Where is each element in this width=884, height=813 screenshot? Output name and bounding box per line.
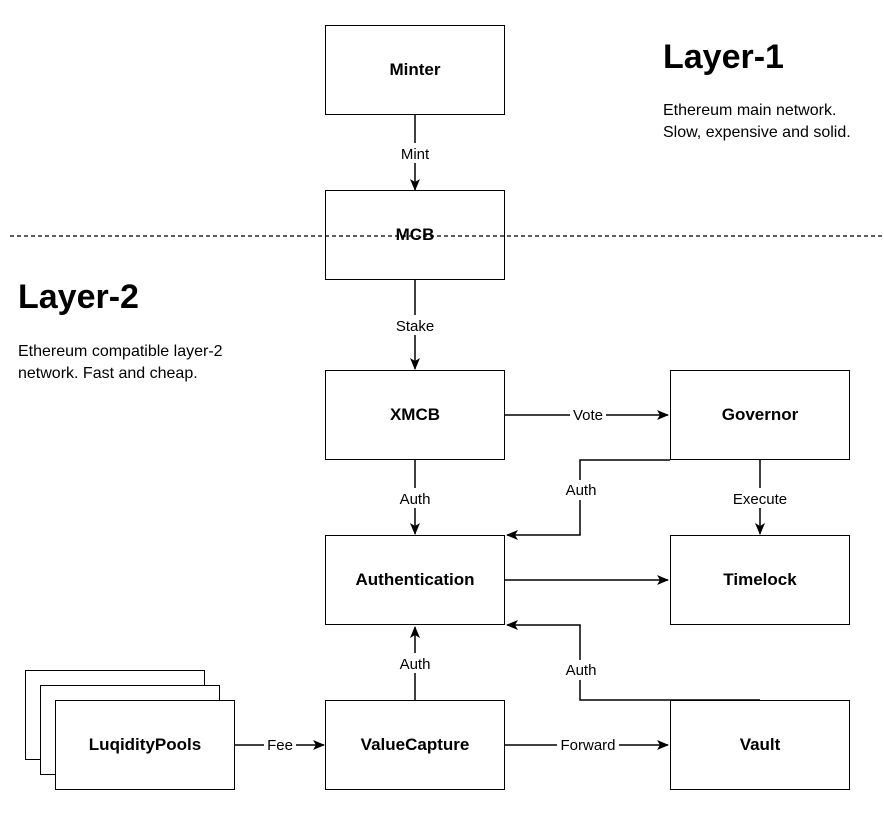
node-timelock: Timelock — [670, 535, 850, 625]
node-xmcb: XMCB — [325, 370, 505, 460]
edge-label-auth-governor: Auth — [566, 482, 597, 499]
edge-label-execute: Execute — [733, 491, 787, 508]
layer2-title: Layer-2 — [18, 278, 139, 316]
node-minter: Minter — [325, 25, 505, 115]
layer1-title: Layer-1 — [663, 38, 784, 76]
edge-label-mint: Mint — [401, 146, 430, 163]
node-value-capture: ValueCapture — [325, 700, 505, 790]
edge-label-auth-vault: Auth — [566, 662, 597, 679]
layer2-description-line-2: network. Fast and cheap. — [18, 365, 198, 382]
layer2-description: Ethereum compatible layer-2 network. Fas… — [18, 341, 223, 385]
layer1-description-line-2: Slow, expensive and solid. — [663, 124, 851, 141]
edge-label-auth-xmcb: Auth — [400, 491, 431, 508]
node-liquidity-pools: LuqidityPools — [55, 700, 235, 790]
node-authentication: Authentication — [325, 535, 505, 625]
edge-vault-authentication — [506, 620, 760, 701]
layer1-description: Ethereum main network. Slow, expensive a… — [663, 100, 851, 144]
edge-label-auth-valuecapture: Auth — [400, 656, 431, 673]
edge-label-forward: Forward — [560, 737, 615, 754]
layer-divider — [10, 235, 884, 237]
layer2-description-line-1: Ethereum compatible layer-2 — [18, 343, 223, 360]
edge-label-vote: Vote — [573, 407, 603, 424]
edge-label-stake: Stake — [396, 318, 434, 335]
node-governor: Governor — [670, 370, 850, 460]
node-mcb: MCB — [325, 190, 505, 280]
layer1-description-line-1: Ethereum main network. — [663, 102, 837, 119]
node-vault: Vault — [670, 700, 850, 790]
edge-label-fee: Fee — [267, 737, 293, 754]
